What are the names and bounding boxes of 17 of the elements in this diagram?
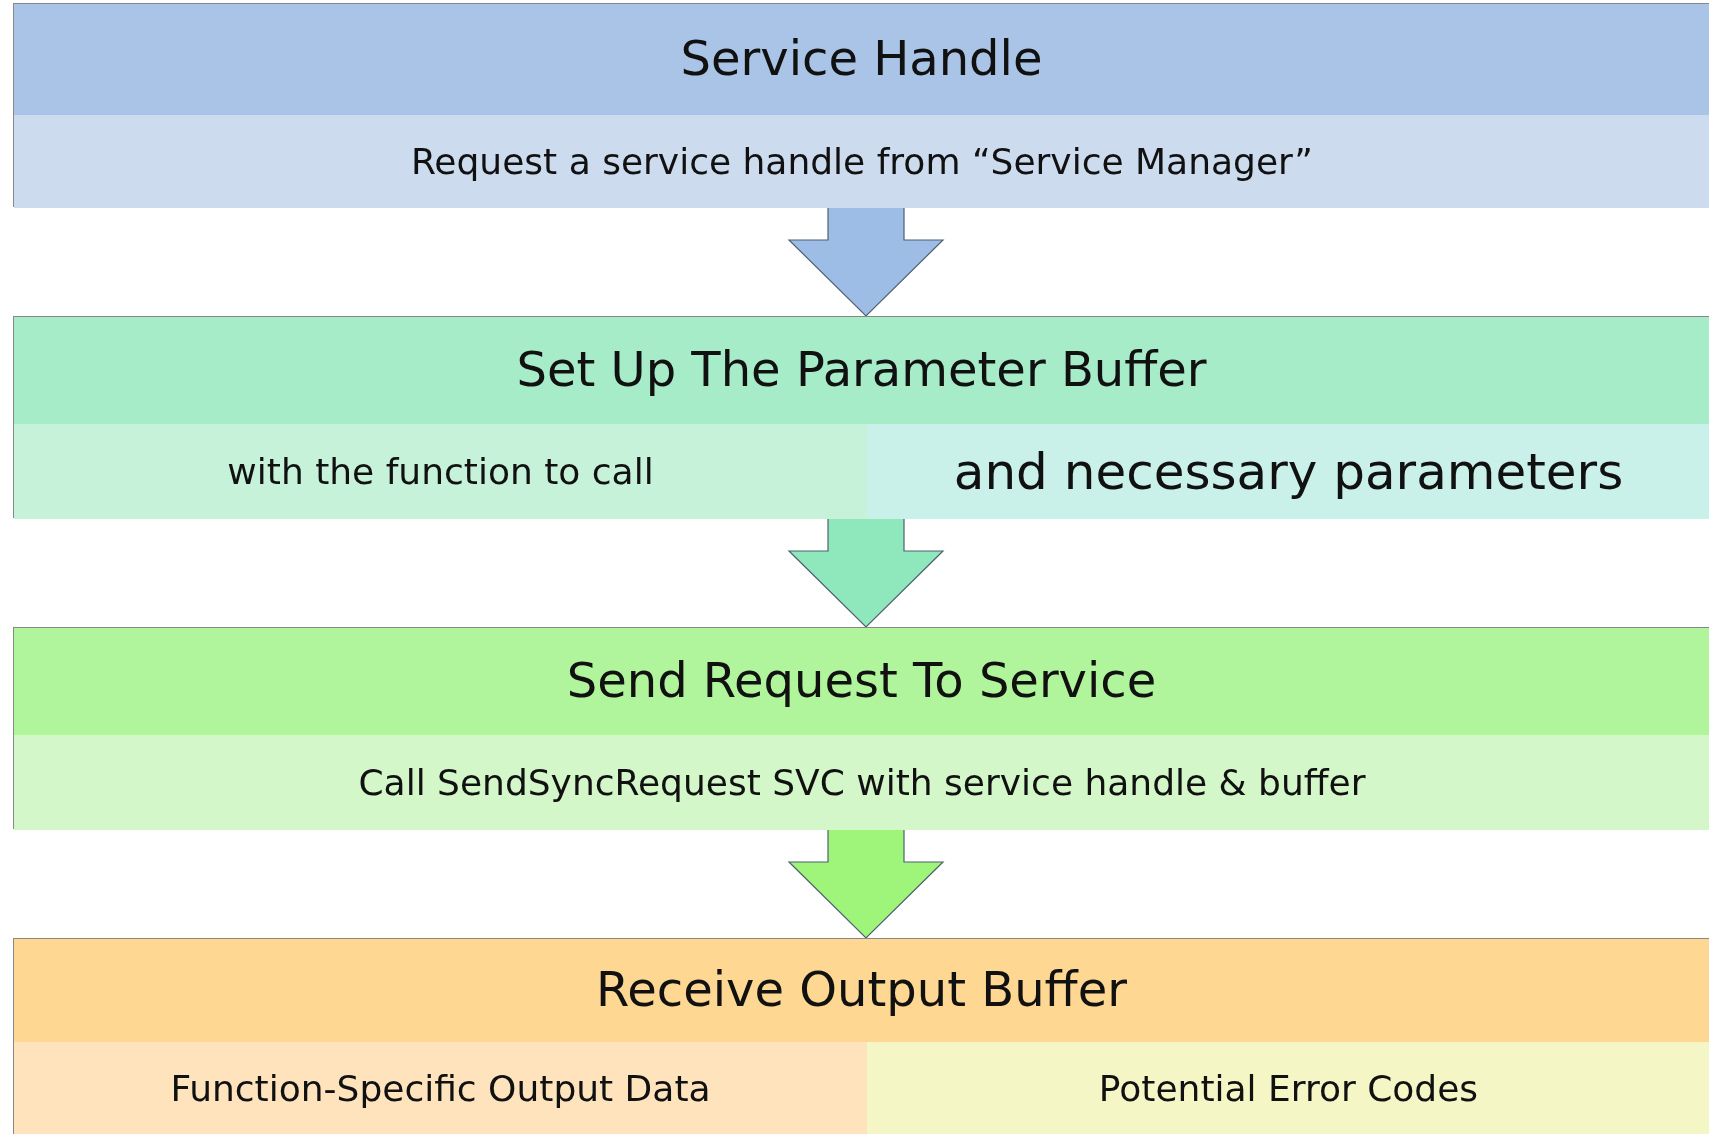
step-heading: Receive Output Buffer bbox=[595, 960, 1128, 1017]
detail-band: Call SendSyncRequest SVC with service handle & buffer bbox=[14, 735, 1709, 830]
block-arrow bbox=[787, 206, 945, 317]
step-heading: Send Request To Service bbox=[565, 651, 1158, 708]
detail-band: and necessary parameters bbox=[867, 424, 1709, 519]
step-panel bbox=[13, 316, 1709, 518]
detail-band: Request a service handle from “Service Manager” bbox=[14, 115, 1709, 208]
detail-band: Potential Error Codes bbox=[867, 1042, 1709, 1134]
step-panel bbox=[13, 627, 1709, 829]
step-heading: Service Handle bbox=[679, 29, 1044, 86]
block-arrow bbox=[787, 517, 945, 628]
detail-band: with the function to call bbox=[14, 424, 867, 519]
step-heading: Set Up The Parameter Buffer bbox=[515, 340, 1208, 397]
step-panel bbox=[13, 3, 1709, 207]
block-arrow bbox=[787, 828, 945, 939]
detail-band: Function-Specific Output Data bbox=[14, 1042, 867, 1134]
step-panel bbox=[13, 938, 1709, 1134]
